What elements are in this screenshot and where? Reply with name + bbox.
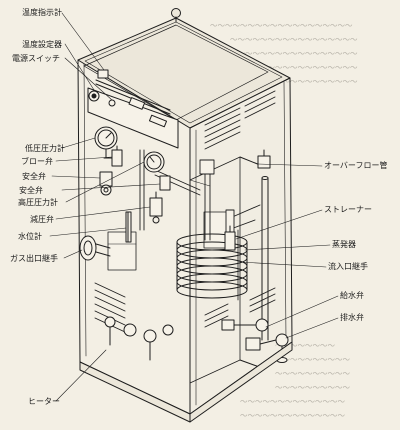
- label-gas-outlet-fitting: ガス出口継手: [10, 254, 58, 263]
- label-blow-valve: ブロー弁: [21, 157, 53, 166]
- label-overflow-pipe: オーバーフロー管: [324, 161, 388, 170]
- pressure-reducing-valve-drawing: [149, 191, 163, 224]
- blow-valve-drawing: [103, 145, 123, 167]
- label-pressure-reducing-valve: 減圧弁: [30, 215, 54, 224]
- cabinet-base: [79, 341, 293, 423]
- label-temp-setter: 温度設定器: [22, 40, 62, 49]
- label-evaporator: 蒸発器: [332, 240, 356, 249]
- strainer-drawing: [224, 225, 236, 251]
- inflow-and-drain-fittings: [221, 318, 289, 363]
- background-text: ～～～～～～～～～～～～～～～～～: [230, 49, 358, 58]
- safety-valve-drawing: [99, 171, 171, 196]
- label-water-supply-valve: 給水弁: [340, 291, 364, 300]
- label-strainer: ストレーナー: [324, 205, 372, 214]
- background-text: ～～～～～～～～～～: [275, 383, 350, 392]
- background-text: ～～～～～～～～～～～～～～～～～: [230, 35, 358, 44]
- label-high-pressure-gauge: 高圧圧力計: [18, 198, 58, 207]
- label-safety-valve: 安全弁: [22, 172, 46, 181]
- high-pressure-gauge-drawing: [143, 151, 165, 173]
- label-water-level-gauge: 水位計: [18, 232, 42, 241]
- water-level-gauge-drawing: [125, 211, 132, 243]
- label-power-switch: 電源スイッチ: [12, 54, 60, 63]
- label-inflow-fitting: 流入口継手: [328, 262, 368, 271]
- label-drain-valve: 排水弁: [340, 313, 364, 322]
- low-pressure-gauge-drawing: [94, 126, 118, 159]
- gas-outlet-fitting-drawing: [79, 235, 111, 261]
- background-text: ～～～～～～～～: [275, 341, 335, 350]
- background-text: ～～～～～～～～～～～～～～: [240, 397, 345, 406]
- overflow-pipe: [257, 149, 271, 341]
- label-low-pressure-gauge: 低圧圧力計: [25, 144, 65, 153]
- control-panel: [83, 24, 269, 149]
- background-text: ～～～～～～～～～～～～～～～～～: [230, 77, 358, 86]
- background-text: ～～～～～～～～～～～～～～～～～: [230, 63, 358, 72]
- front-lower-fittings: [104, 316, 174, 361]
- background-text: ～～～～～～～～～～: [275, 369, 350, 378]
- background-text: ～～～～～～～～～～: [275, 355, 350, 364]
- label-heater: ヒーター: [28, 397, 60, 406]
- label-temp-indicator: 温度指示計: [22, 8, 62, 17]
- background-text: ～～～～～～～～～～～～～～～～～～～: [210, 21, 353, 30]
- side-louvers-upper: [204, 90, 276, 150]
- label-safety-valve-2: 安全弁: [19, 186, 43, 195]
- background-text: ～～～～～～～～～～～～～～: [240, 411, 345, 420]
- leader-lines: [49, 12, 339, 402]
